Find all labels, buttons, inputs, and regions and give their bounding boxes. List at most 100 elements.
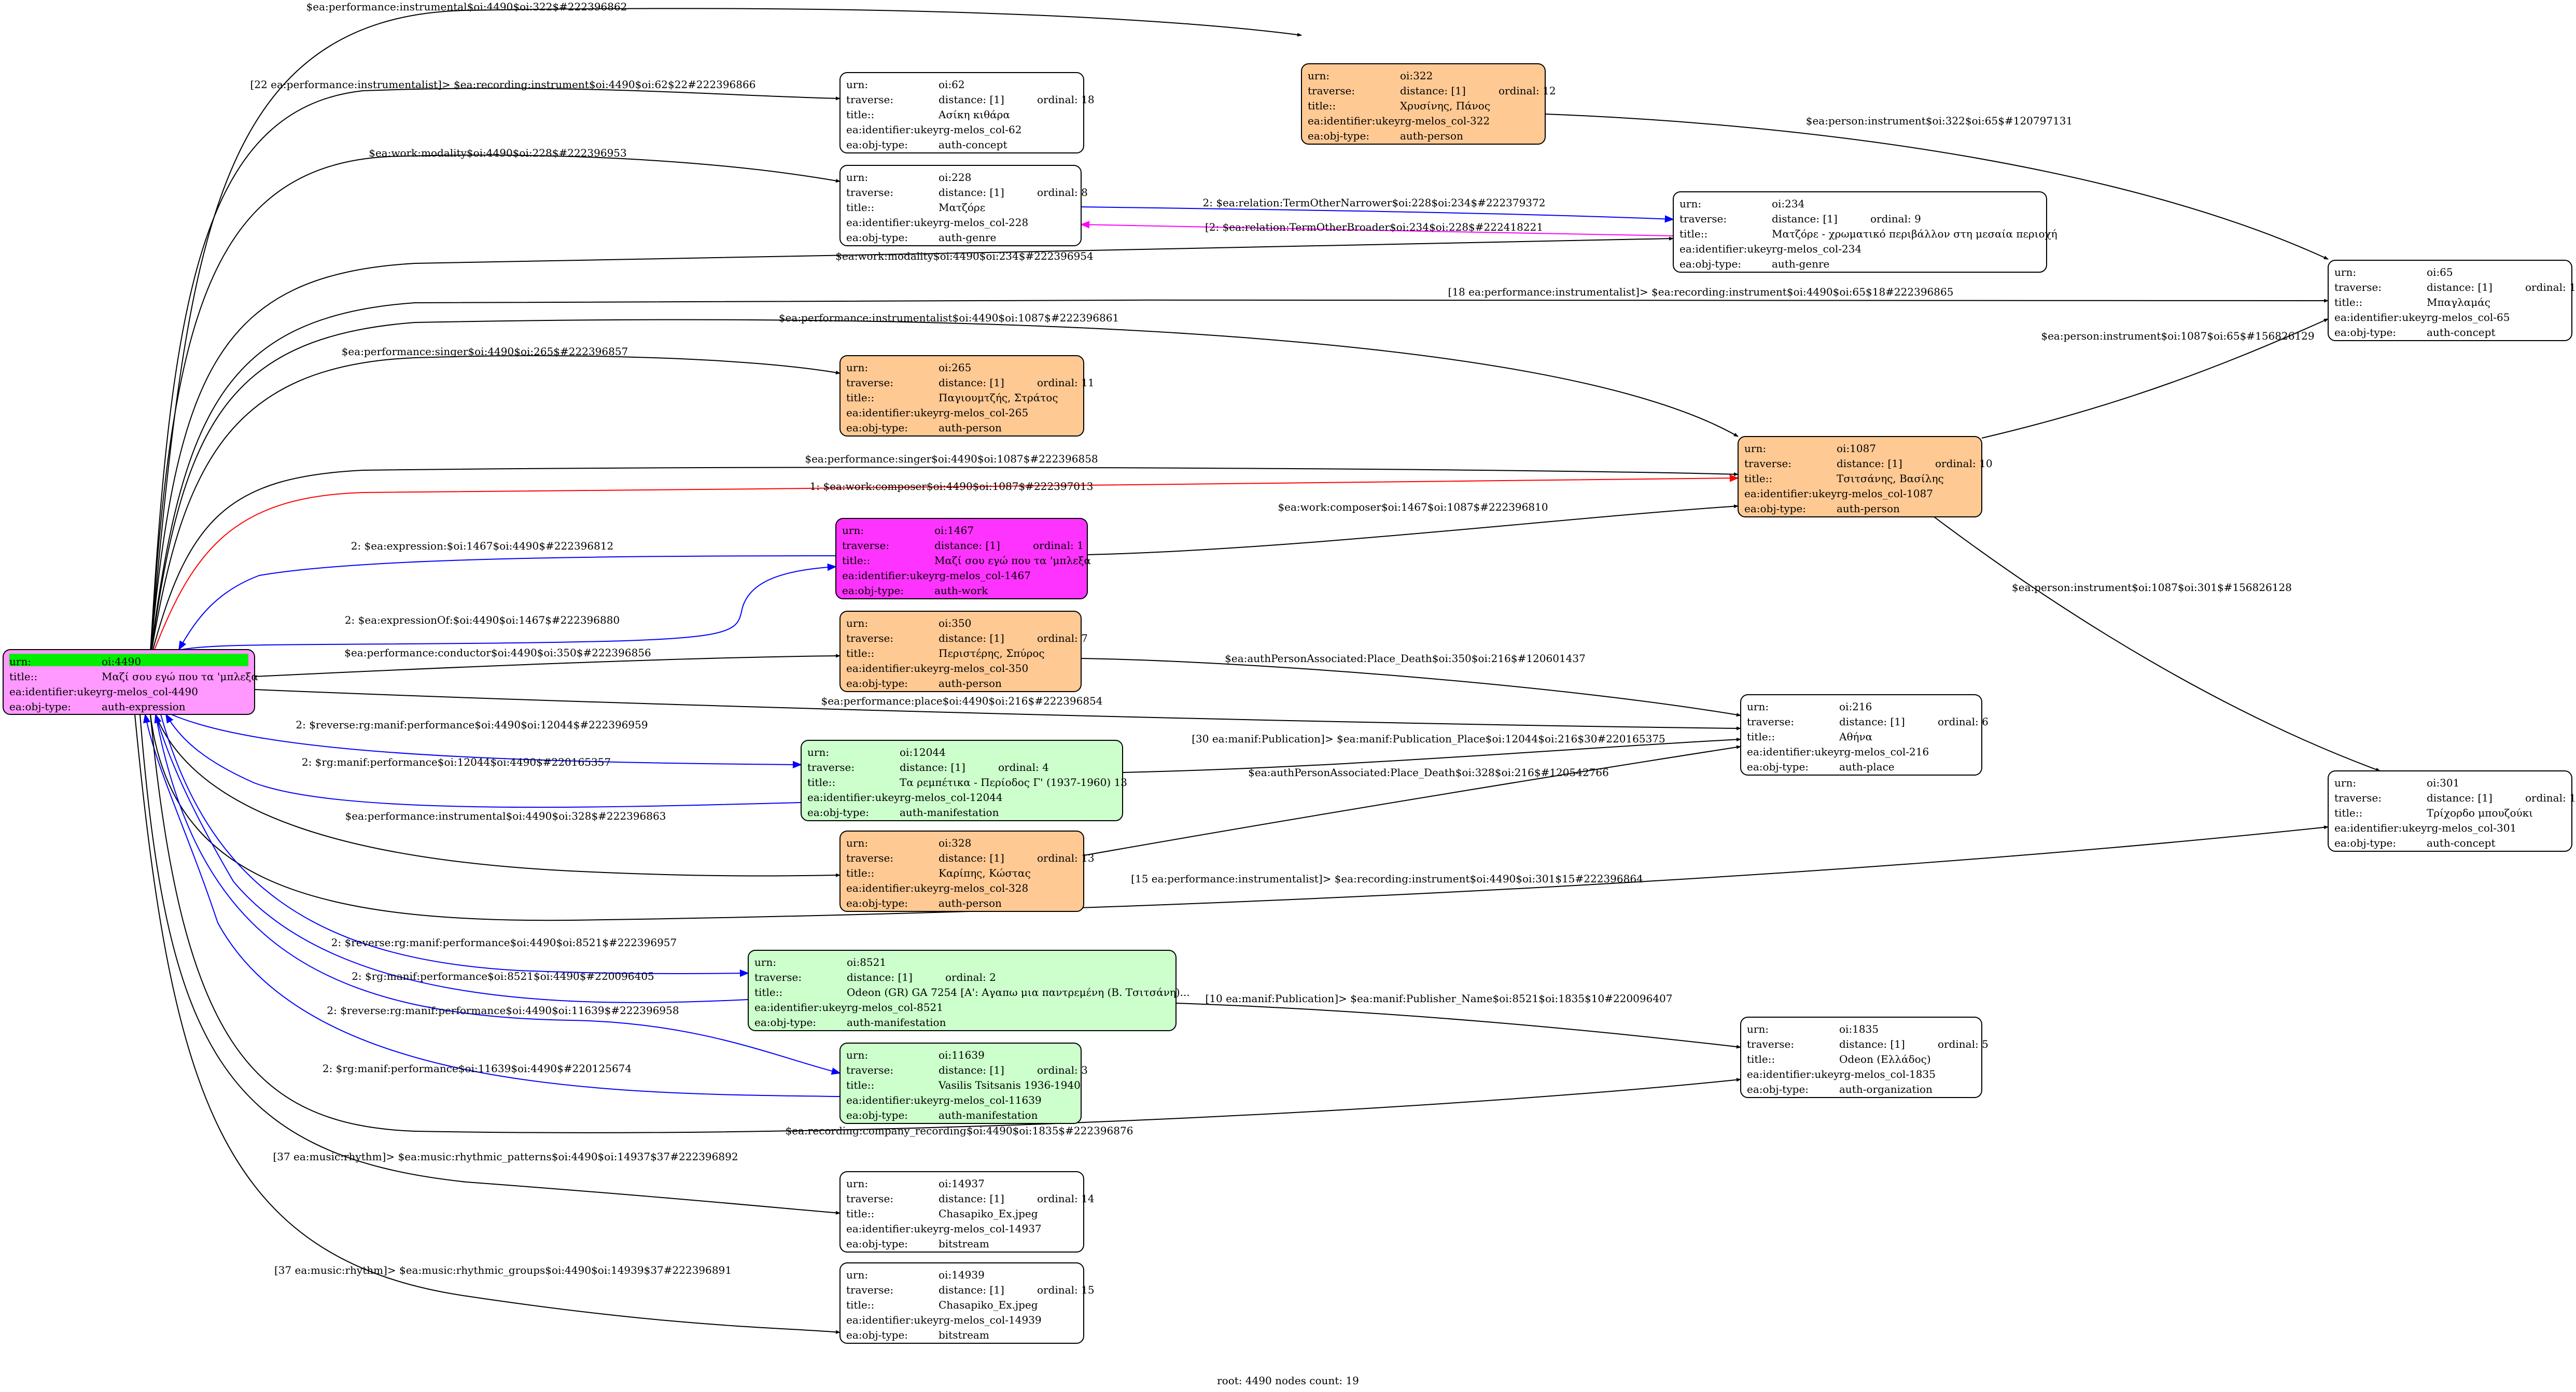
field-value-ukey: rg-melos_col-265 [939,406,1028,419]
node-box [839,165,1082,246]
edge-label: $ea:performance:instrumentalist$oi:4490$… [779,312,1119,324]
field-value-urn: oi:328 [939,837,971,849]
node-box [1301,63,1546,145]
field-value-urn: oi:265 [939,361,971,374]
field-label: ea:identifier:ukey [1744,487,1837,500]
field-value-urn: oi:350 [939,617,971,629]
field-value-distance: distance: [1] [1772,213,1838,225]
field-label: ea:obj-type: [846,231,908,244]
field-value-type: auth-concept [2427,837,2495,849]
edge-n1087-to-n301 [1934,516,2381,771]
field-value-title: Περιστέρης, Σπύρος [939,647,1045,659]
field-value-ukey: rg-melos_col-14937 [939,1222,1042,1235]
field-value-title: Ματζόρε [939,201,985,214]
field-value-title: Μαζί σου εγώ που τα 'μπλεξα [102,670,258,683]
field-value-ordinal: ordinal: 13 [1037,852,1095,864]
edge-n4490-to-n1087 [150,467,1739,660]
edge-layer [134,8,2381,1334]
field-value-title: Τσιτσάνης, Βασίλης [1837,472,1944,485]
edge-n234-to-n228 [1080,221,1674,236]
field-label: ea:obj-type: [1744,502,1806,515]
field-label: ea:obj-type: [2334,326,2396,339]
field-value-urn: oi:8521 [847,956,886,968]
field-label: urn: [1308,69,1329,82]
field-label: title:: [754,986,782,999]
edge-n228-to-n234 [1081,206,1674,223]
field-value-urn: oi:234 [1772,198,1804,210]
field-label: title:: [846,647,874,659]
field-value-distance: distance: [1] [939,1064,1004,1076]
field-label: ea:identifier:ukey [1308,115,1401,127]
field-label: ea:obj-type: [1747,1083,1809,1095]
field-value-distance: distance: [1] [939,1284,1004,1296]
field-value-ukey: rg-melos_col-12044 [900,791,1003,804]
field-label: ea:identifier:ukey [9,685,102,698]
field-value-title: Ασίκη κιθάρα [938,108,1010,121]
field-value-type: auth-organization [1839,1083,1933,1095]
edge-label-layer: $ea:performance:instrumental$oi:4490$oi:… [250,1,2315,1276]
field-label: ea:obj-type: [846,1329,908,1341]
node-box [1738,436,1982,517]
field-label: ea:identifier:ukey [846,216,939,229]
field-label: traverse: [1679,213,1727,225]
field-label: ea:obj-type: [1308,130,1369,142]
field-label: traverse: [807,761,855,774]
edge-label: $ea:work:modality$oi:4490$oi:228$#222396… [369,147,627,159]
edge-n4490-to-n14937 [139,714,841,1215]
edge-label: 2: $reverse:rg:manif:performance$oi:4490… [331,936,677,949]
field-value-title: Καρίπης, Κώστας [939,867,1031,879]
field-value-distance: distance: [1] [939,1192,1004,1205]
edge-label: $ea:authPersonAssociated:Place_Death$oi:… [1225,652,1586,665]
edge-label: $ea:performance:instrumental$oi:4490$oi:… [345,810,666,822]
field-value-distance: distance: [1] [939,632,1004,644]
field-label: ea:obj-type: [846,1238,908,1250]
field-value-title: Chasapiko_Ex.jpeg [939,1207,1038,1220]
field-value-ordinal: ordinal: 16 [2525,792,2576,804]
edge-n8521-to-n4490 [154,713,749,1003]
field-value-urn: oi:1835 [1839,1023,1879,1035]
field-label: ea:obj-type: [9,700,71,713]
edge-label: [30 ea:manif:Publication]> $ea:manif:Pub… [1192,733,1665,745]
field-label: traverse: [846,376,893,389]
field-value-distance: distance: [1] [1400,85,1466,97]
field-value-urn: oi:322 [1400,69,1433,82]
edge-label: $ea:performance:singer$oi:4490$oi:265$#2… [342,345,628,358]
node-box [839,72,1084,153]
root-header-highlight [9,654,248,666]
field-label: ea:identifier:ukey [846,406,939,419]
field-value-ukey: rg-melos_col-234 [1772,243,1861,255]
field-value-ukey: rg-melos_col-301 [2427,822,2516,834]
edge-n4490-to-n265 [150,355,841,659]
field-value-title: Odeon (Ελλάδος) [1839,1053,1931,1065]
field-label: title:: [807,776,835,789]
edge-n4490-to-n1467 [181,563,837,650]
edge-n4490-to-n8521 [160,714,749,977]
field-label: ea:obj-type: [1679,258,1741,270]
field-value-type: bitstream [939,1329,989,1341]
field-value-distance: distance: [1] [1839,1038,1905,1050]
field-label: title:: [846,1207,874,1220]
field-value-ukey: rg-melos_col-62 [939,123,1021,136]
field-value-type: auth-concept [939,138,1007,151]
field-label: title:: [846,201,874,214]
